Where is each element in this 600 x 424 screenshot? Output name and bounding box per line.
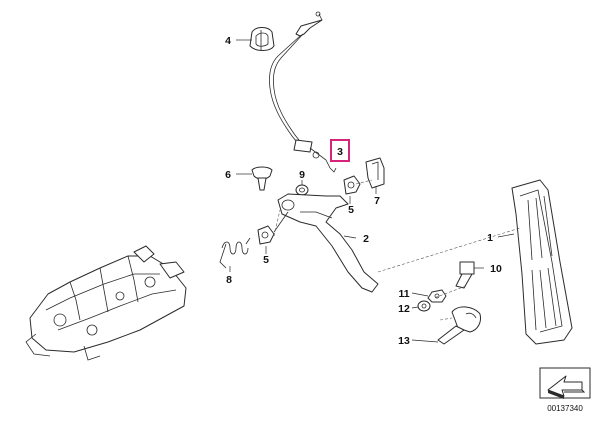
leader-lines (229, 39, 515, 343)
callout-1: 1 (487, 232, 493, 244)
callout-7: 7 (374, 195, 380, 207)
bushing-part-9 (295, 184, 309, 196)
bushing-part-5-upper (343, 175, 361, 195)
callout-10: 10 (490, 263, 502, 275)
callout-9: 9 (299, 169, 305, 181)
callout-5-lower: 5 (263, 254, 269, 266)
document-number: 00137340 (547, 404, 583, 413)
spring-part-8 (219, 237, 251, 269)
callout-13: 13 (398, 335, 410, 347)
callout-4: 4 (225, 35, 231, 47)
washer-part-12 (417, 300, 431, 312)
callout-6: 6 (225, 169, 231, 181)
callout-2: 2 (363, 233, 369, 245)
callout-3: 3 (337, 146, 343, 158)
pedal-box-housing (25, 245, 187, 361)
callout-5-upper: 5 (348, 204, 354, 216)
nut-part-11 (427, 289, 447, 303)
arrow-box-icon (539, 367, 591, 399)
highlight-box (330, 139, 350, 162)
accelerator-cable (269, 11, 337, 173)
bushing-part-5-lower (257, 225, 275, 245)
callout-11: 11 (398, 288, 409, 300)
pedal-pad-part-1 (511, 179, 573, 345)
clip-part-7 (365, 157, 385, 189)
callout-12: 12 (398, 303, 410, 315)
bolt-part-10 (455, 261, 475, 289)
clip-part-4 (249, 27, 275, 51)
pedal-lever-part-2 (273, 193, 379, 293)
push-pin-part-6 (251, 166, 273, 191)
bolt-part-13 (437, 306, 481, 345)
assembly-lines (273, 179, 521, 321)
callout-8: 8 (226, 274, 232, 286)
